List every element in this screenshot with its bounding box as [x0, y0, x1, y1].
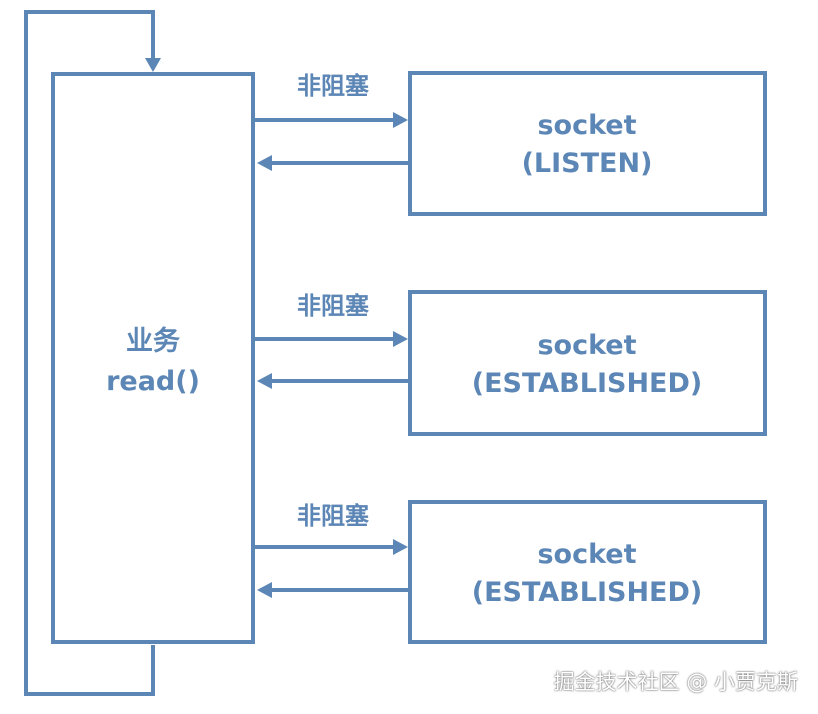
response-arrowhead-3	[257, 582, 272, 598]
socket-box-2	[408, 290, 767, 436]
edge-label-3: 非阻塞	[297, 502, 369, 530]
edge-label-1: 非阻塞	[297, 72, 369, 100]
watermark: 掘金技术社区 @ 小贾克斯	[553, 670, 798, 694]
response-arrowhead-1	[257, 155, 272, 171]
socket-3-label-line1: socket	[537, 539, 636, 570]
edge-label-2: 非阻塞	[297, 292, 369, 320]
socket-3-label-line2: (ESTABLISHED)	[472, 577, 703, 608]
socket-2-label-line1: socket	[537, 330, 636, 361]
loop-path	[24, 10, 155, 696]
response-arrowhead-2	[257, 373, 272, 389]
socket-1-label-line1: socket	[537, 110, 636, 141]
loop-arrowhead	[145, 58, 161, 72]
business-label-line2: read()	[106, 366, 200, 397]
socket-2-label-line2: (ESTABLISHED)	[472, 368, 703, 399]
business-label-line1: 业务	[126, 326, 180, 357]
socket-box-1	[408, 71, 767, 216]
business-box	[51, 72, 255, 644]
socket-box-3	[408, 500, 767, 644]
request-arrowhead-2	[393, 331, 408, 347]
request-arrowhead-1	[393, 112, 408, 128]
request-arrowhead-3	[393, 539, 408, 555]
socket-1-label-line2: (LISTEN)	[522, 148, 653, 179]
